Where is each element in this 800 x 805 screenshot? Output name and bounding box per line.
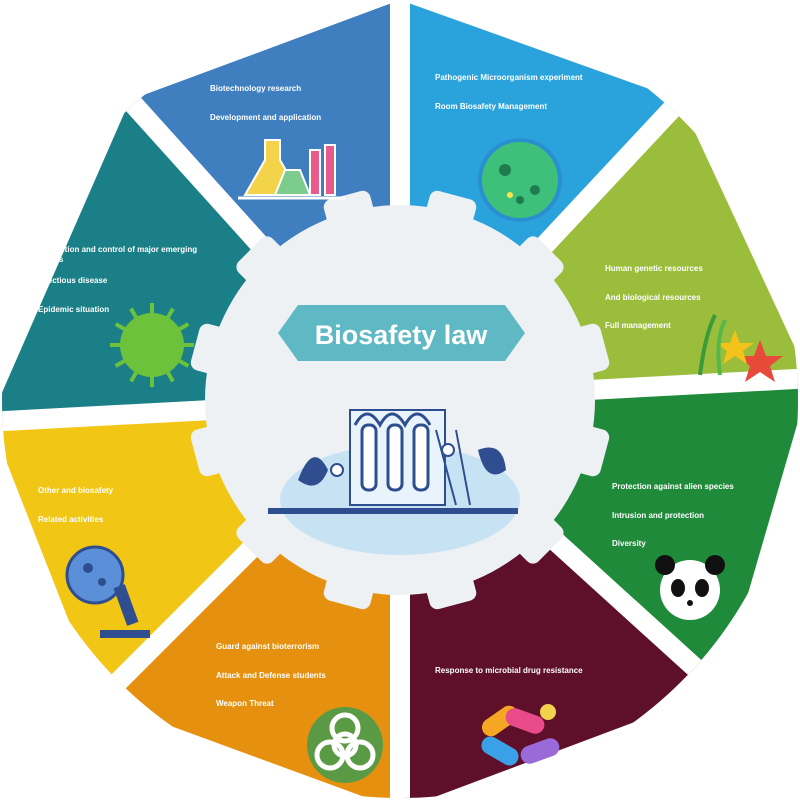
virus-spike [129,369,139,383]
virus-spike [129,307,139,321]
gear-tooth [507,507,564,564]
segment-text-epidemic: Prevention and control of major emerging… [38,245,223,333]
virus-spike [176,358,190,368]
segment-line: Full management [605,321,671,331]
segment-line: Infectious disease [38,276,108,286]
segment-line: Related activities [38,514,104,524]
segment-line: Room Biosafety Management [435,101,548,111]
gear-tooth [561,423,610,477]
microbe-petri-dish-icon [478,138,562,222]
microscope-icon [65,545,150,638]
gear-tooth [423,190,477,239]
gear-tooth [190,423,239,477]
segment-line: Weapon Threat [216,699,274,709]
biohazard-icon [307,707,383,783]
page-title: Biosafety law [315,320,489,350]
virus-icon [110,303,194,387]
segment-line: Epidemic situation [38,304,110,314]
segment-text-drug: Response to microbial drug resistance [435,666,635,695]
segment-line: Human genetic resources [605,264,703,273]
segment-line: Other and biosafety [38,486,114,495]
segment-text-biotech: Biotechnology research Development and a… [210,84,390,141]
segment-line: Biotechnology research [210,84,302,93]
lab-scene-illustration [268,409,520,555]
starfish-seaweed-icon [698,314,783,382]
lab-glassware-icon [238,139,345,200]
gear-tooth [561,323,610,377]
gear-tooth [323,561,377,610]
segment-line: Development and application [210,112,322,122]
virus-spike [114,358,128,368]
segment-line: Response to microbial drug resistance [435,666,583,675]
segment-line: Guard against bioterrorism [216,642,320,651]
gear-tooth [507,236,564,293]
segment-text-other: Other and biosafety Related activities [38,486,188,543]
pills-icon [481,704,560,766]
segment-line: Pathogenic Microorganism experiment [435,73,583,82]
segment-line: Diversity [612,539,646,549]
segment-line: And biological resources [605,292,701,302]
segment-text-genetic: Human genetic resources And biological r… [605,264,785,350]
gear-tooth [236,507,293,564]
segment-line: Attack and Defense students [216,670,326,680]
gear-tooth [323,190,377,239]
virus-spike [165,369,175,383]
virus-spike [176,322,190,332]
segment-line: Protection against alien species [612,482,734,491]
virus-spike [114,322,128,332]
segment-text-bioterror: Guard against bioterrorism Attack and De… [216,642,396,728]
virus-spike [165,307,175,321]
segment-line: Intrusion and protection [612,510,704,520]
gear-tooth [190,323,239,377]
segment-line: Prevention and control of major emerging… [38,245,198,264]
gear-tooth [236,236,293,293]
segment-text-pathogen: Pathogenic Microorganism experiment Room… [435,73,635,130]
panda-icon [655,555,725,620]
title-banner: Biosafety law [278,305,525,361]
gear-tooth [423,561,477,610]
segment-text-alien: Protection against alien species Intrusi… [612,482,782,568]
